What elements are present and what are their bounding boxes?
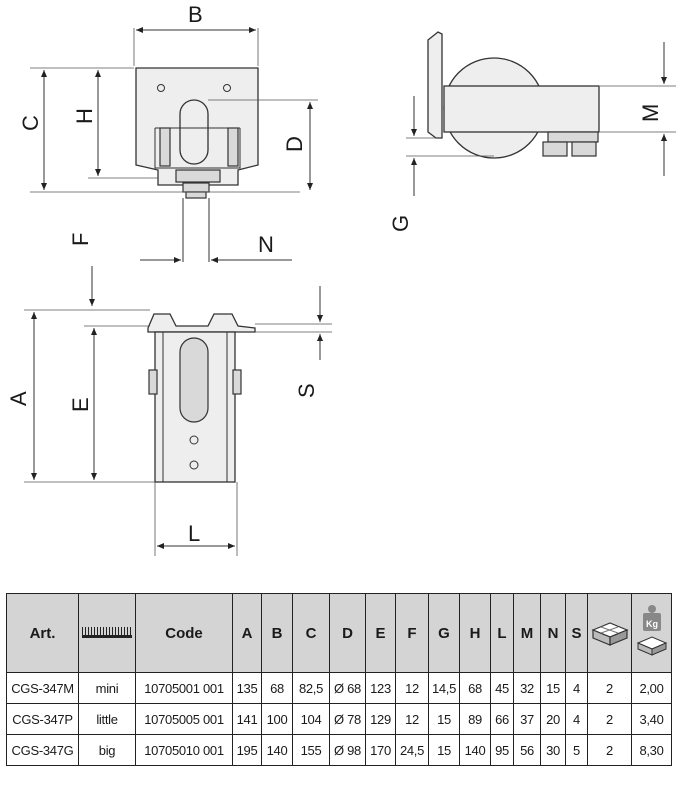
cell-dim: 20 [540,703,566,735]
cell-dim: 68 [459,672,491,704]
technical-drawing: B C H D F N M [6,2,676,556]
dim-label-m: M [638,104,663,122]
package-icon [590,622,629,646]
cell-dim: 32 [513,672,541,704]
bottom-view [147,313,256,483]
cell-code: 10705001 001 [135,672,233,704]
table-row: CGS-347M mini 10705001 001 135 68 82,5 Ø… [6,672,672,704]
cell-dim: 14,5 [428,672,460,704]
cell-dim: Ø 78 [329,703,366,735]
cell-dim: Ø 98 [329,734,366,766]
table-row: CGS-347G big 10705010 001 195 140 155 Ø … [6,734,672,766]
cell-dim: 5 [565,734,588,766]
dim-label-b: B [188,2,203,27]
cell-dim: 66 [490,703,514,735]
cell-dim: 56 [513,734,541,766]
header-dim: G [428,593,460,673]
table-row: CGS-347P little 10705005 001 141 100 104… [6,703,672,735]
cell-art: CGS-347G [6,734,79,766]
cell-weight: 3,40 [631,703,672,735]
dim-label-c: C [18,115,43,131]
cell-dim: 45 [490,672,514,704]
cell-dim: 12 [395,672,429,704]
spec-table: Art. Code A B C D E F G H L M N S [6,593,672,766]
header-pack [587,593,632,673]
cell-dim: 15 [428,703,460,735]
cell-dim: 37 [513,703,541,735]
cell-pack: 2 [587,672,632,704]
cell-dim: 95 [490,734,514,766]
cell-size: little [78,703,136,735]
cell-dim: 15 [540,672,566,704]
dim-label-n: N [258,232,274,257]
dim-label-a: A [6,391,31,406]
cell-dim: 15 [428,734,460,766]
header-size [78,593,136,673]
cell-dim: Ø 68 [329,672,366,704]
cell-code: 10705005 001 [135,703,233,735]
dim-label-d: D [282,136,307,152]
cell-dim: 129 [365,703,396,735]
cell-dim: 140 [261,734,293,766]
cell-dim: 4 [565,672,588,704]
header-dim: N [540,593,566,673]
cell-pack: 2 [587,734,632,766]
weight-icon: Kg [636,605,667,656]
cell-art: CGS-347M [6,672,79,704]
cell-dim: 24,5 [395,734,429,766]
table-header-row: Art. Code A B C D E F G H L M N S [6,593,672,673]
cell-dim: 4 [565,703,588,735]
cell-dim: 30 [540,734,566,766]
header-dim: L [490,593,514,673]
header-dim: H [459,593,491,673]
ruler-icon [82,626,132,638]
header-dim: E [365,593,396,673]
side-view [427,31,600,159]
cell-dim: 89 [459,703,491,735]
header-dim: F [395,593,429,673]
front-view [135,67,259,262]
header-code: Code [135,593,233,673]
cell-dim: 141 [232,703,262,735]
header-dim: B [261,593,293,673]
header-art: Art. [6,593,79,673]
cell-dim: 68 [261,672,293,704]
weight-unit-label: Kg [646,619,658,629]
cell-size: mini [78,672,136,704]
cell-dim: 12 [395,703,429,735]
side-view-dimensions: M G [388,42,676,232]
dim-label-l: L [188,521,200,546]
cell-code: 10705010 001 [135,734,233,766]
header-dim: M [513,593,541,673]
front-view-dimensions: B C H D F N [18,2,318,306]
header-weight: Kg [631,593,672,673]
dim-label-f: F [68,233,93,246]
bottom-view-dimensions: A E S L [6,286,332,556]
cell-dim: 104 [292,703,330,735]
cell-pack: 2 [587,703,632,735]
cell-dim: 195 [232,734,262,766]
dim-label-e: E [68,397,93,412]
cell-dim: 155 [292,734,330,766]
cell-weight: 8,30 [631,734,672,766]
header-dim: A [232,593,262,673]
cell-dim: 82,5 [292,672,330,704]
header-dim: D [329,593,366,673]
dim-label-h: H [72,108,97,124]
cell-dim: 140 [459,734,491,766]
header-dim: S [565,593,588,673]
cell-dim: 100 [261,703,293,735]
cell-dim: 135 [232,672,262,704]
cell-dim: 170 [365,734,396,766]
dim-label-s: S [294,383,319,398]
cell-art: CGS-347P [6,703,79,735]
header-dim: C [292,593,330,673]
cell-dim: 123 [365,672,396,704]
dim-label-g: G [388,215,413,232]
cell-size: big [78,734,136,766]
cell-weight: 2,00 [631,672,672,704]
